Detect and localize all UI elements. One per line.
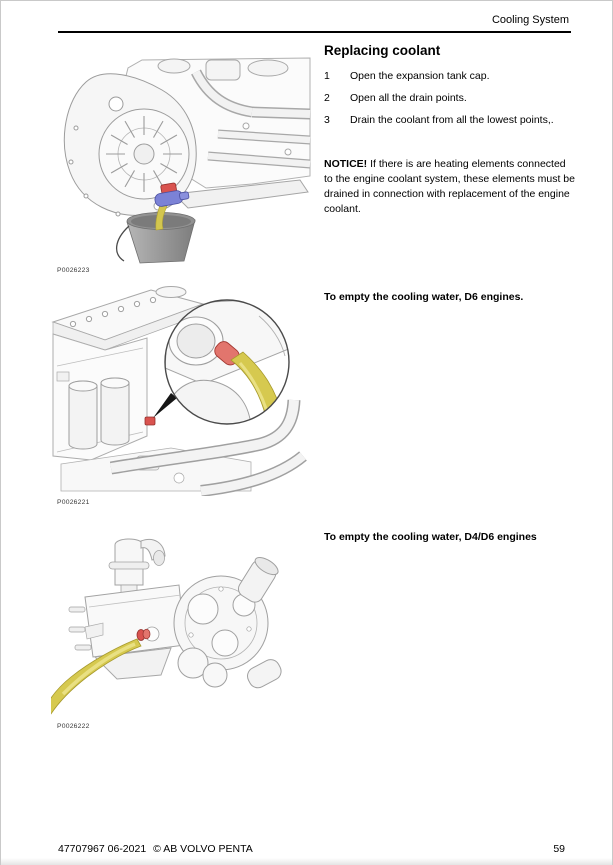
footer-doc-ref: 47707967 06-2021 <box>58 843 147 855</box>
step-number: 1 <box>324 70 330 82</box>
bucket-handle <box>116 225 130 262</box>
engine-drain-illustration <box>63 57 311 264</box>
caption-d4d6-engines: To empty the cooling water, D4/D6 engine… <box>324 531 537 543</box>
step-item: 3 Drain the coolant from all the lowest … <box>324 114 576 127</box>
drain-valve <box>154 182 190 207</box>
figure-engine-drain-into-bucket <box>56 56 311 266</box>
step-number: 2 <box>324 92 330 105</box>
footer-copyright: © AB VOLVO PENTA <box>153 843 253 855</box>
d6-engine-illustration <box>51 286 307 496</box>
figure-label: P0026223 <box>57 267 90 274</box>
magnifier-pointer <box>153 393 177 418</box>
step-text: Open the expansion tank cap. <box>350 70 490 82</box>
magnifier-circle <box>164 299 290 425</box>
footer-left: 47707967 06-2021 © AB VOLVO PENTA <box>58 843 253 855</box>
heat-exchanger-illustration <box>51 538 282 715</box>
section-title: Replacing coolant <box>324 43 441 58</box>
header-rule <box>58 31 571 33</box>
figure-label: P0026222 <box>57 723 90 730</box>
figure-label: P0026221 <box>57 499 90 506</box>
caption-d6-engines: To empty the cooling water, D6 engines. <box>324 291 524 303</box>
notice-text: If there is are heating elements connect… <box>324 158 575 215</box>
magnifier-content <box>165 300 289 424</box>
page-header-title: Cooling System <box>491 14 569 26</box>
step-text: Open all the drain points. <box>350 92 467 105</box>
figure-d4d6-heat-exchanger <box>51 531 311 723</box>
instruction-steps: 1 Open the expansion tank cap. 2 Open al… <box>324 70 576 136</box>
step-item: 2 Open all the drain points. <box>324 92 576 105</box>
coolant-stream <box>155 204 168 231</box>
notice-label: NOTICE! <box>324 158 368 170</box>
drain-point-red-valve <box>144 416 156 426</box>
footer-page-number: 59 <box>553 843 565 855</box>
flywheel-slots <box>106 116 182 192</box>
figure-d6-drain-point-magnified <box>51 286 311 496</box>
page-bottom-edge <box>1 858 612 865</box>
notice-paragraph: NOTICE! If there is are heating elements… <box>324 157 576 217</box>
step-text: Drain the coolant from all the lowest po… <box>350 114 554 127</box>
step-item: 1 Open the expansion tank cap. <box>324 70 576 83</box>
step-number: 3 <box>324 114 330 127</box>
